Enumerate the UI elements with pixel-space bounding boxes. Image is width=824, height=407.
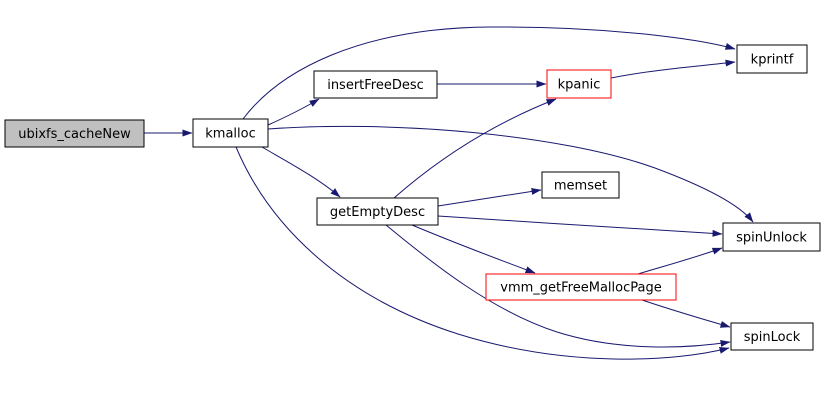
node-kmalloc[interactable]: kmalloc	[192, 118, 269, 148]
edges-layer	[144, 26, 754, 360]
node-kprintf-box	[736, 44, 808, 74]
edge-kmalloc-to-getEmptyDesc	[261, 146, 341, 198]
node-kmalloc-box	[192, 118, 269, 148]
edge-vmm_getFreeMallocPage-to-spinLock	[641, 299, 731, 328]
node-getEmptyDesc-box	[316, 197, 439, 226]
node-ubixfs_cacheNew-label: ubixfs_cacheNew	[18, 127, 131, 142]
node-kprintf[interactable]: kprintf	[736, 44, 808, 74]
node-spinUnlock-label: spinUnlock	[736, 231, 807, 246]
node-ubixfs_cacheNew: ubixfs_cacheNew	[4, 119, 145, 148]
node-ubixfs_cacheNew-box	[4, 119, 145, 148]
node-kpanic[interactable]: kpanic	[546, 69, 612, 99]
node-spinUnlock[interactable]: spinUnlock	[722, 222, 821, 252]
node-insertFreeDesc-box	[313, 70, 438, 99]
node-vmm_getFreeMallocPage-box	[485, 273, 677, 301]
node-kprintf-label: kprintf	[751, 53, 794, 68]
edge-getEmptyDesc-to-spinLock	[385, 224, 731, 348]
node-getEmptyDesc[interactable]: getEmptyDesc	[316, 197, 439, 226]
node-memset-label: memset	[554, 179, 607, 194]
node-vmm_getFreeMallocPage-label: vmm_getFreeMallocPage	[500, 281, 661, 296]
node-insertFreeDesc-label: insertFreeDesc	[327, 78, 424, 93]
edge-kpanic-to-kprintf	[610, 59, 736, 79]
edge-vmm_getFreeMallocPage-to-spinUnlock	[637, 247, 723, 275]
edge-kmalloc-to-spinUnlock	[267, 125, 754, 223]
edge-kmalloc-to-spinLock	[235, 146, 730, 360]
edge-kmalloc-to-kprintf	[242, 26, 736, 120]
node-vmm_getFreeMallocPage[interactable]: vmm_getFreeMallocPage	[485, 273, 677, 301]
node-spinLock-box	[730, 322, 814, 351]
edge-getEmptyDesc-to-kpanic	[393, 98, 557, 199]
node-kmalloc-label: kmalloc	[205, 127, 255, 142]
node-spinLock-label: spinLock	[744, 330, 801, 345]
edge-getEmptyDesc-to-spinUnlock	[437, 215, 723, 237]
edge-getEmptyDesc-to-memset	[437, 187, 542, 207]
node-insertFreeDesc[interactable]: insertFreeDesc	[313, 70, 438, 99]
node-spinUnlock-box	[722, 222, 821, 252]
edge-kmalloc-to-insertFreeDesc	[267, 98, 320, 126]
node-getEmptyDesc-label: getEmptyDesc	[330, 205, 425, 220]
nodes-layer: ubixfs_cacheNew kmalloc insertFreeDesc kpan…	[4, 44, 821, 351]
edge-getEmptyDesc-to-vmm_getFreeMallocPage	[411, 224, 536, 274]
node-spinLock[interactable]: spinLock	[730, 322, 814, 351]
node-memset[interactable]: memset	[541, 171, 620, 199]
node-kpanic-box	[546, 69, 612, 99]
node-memset-box	[541, 171, 620, 199]
node-kpanic-label: kpanic	[558, 78, 601, 93]
